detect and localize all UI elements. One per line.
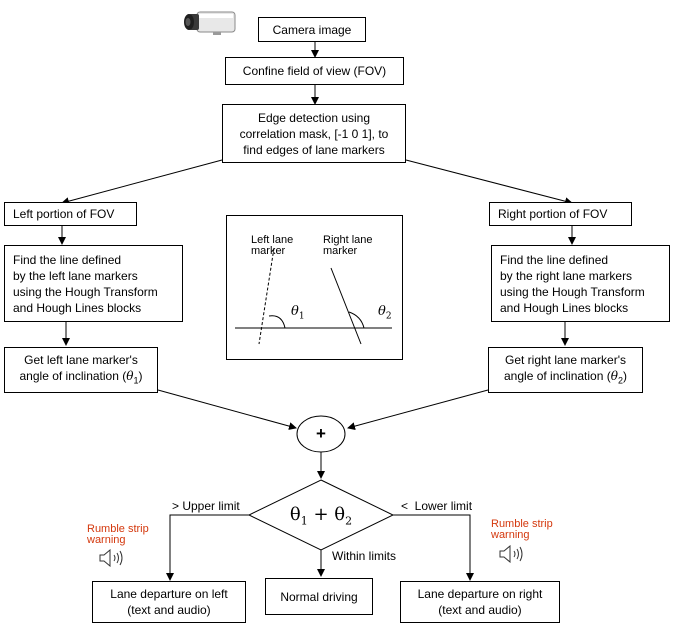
arrow-right-angle-to-sum [347,389,489,431]
sum-node-circle [296,415,346,453]
edge-detection-box: Edge detection using correlation mask, [… [222,104,406,163]
camera-image-label: Camera image [272,22,352,37]
decision-theta2: θ [334,504,346,525]
arrow-edge-to-left [61,159,223,206]
right-angle-box: Get right lane marker's angle of inclina… [488,347,643,393]
left-angle-box: Get left lane marker's angle of inclinat… [4,347,158,393]
arrow-upper-limit [166,514,249,581]
left-lane-marker-label: Left lane marker [251,234,294,257]
camera-icon [184,11,236,35]
within-limits-label: Within limits [332,549,397,563]
lane-departure-left-box: Lane departure on left (text and audio) [92,581,246,623]
lane-departure-right-box: Lane departure on right (text and audio) [400,581,560,623]
decision-sub2: 2 [345,514,353,528]
lane-angle-illustration [235,247,392,345]
arrow-lower-limit [393,514,474,581]
right-angle-sub: 2 [617,375,623,386]
theta1-arc [268,315,286,329]
left-hough-label: Find the line defined by the left lane m… [13,252,158,315]
lane-angle-inset: Left lane marker Right lane marker θ1 θ2 [226,215,403,360]
left-portion-label: Left portion of FOV [13,207,115,221]
decision-expression: θ1 + θ2 [281,504,361,533]
inset-theta1-sub: 1 [298,311,305,322]
right-angle-theta: θ [610,368,618,383]
speaker-icon [99,549,123,567]
left-angle-theta: θ [126,368,134,383]
left-portion-box: Left portion of FOV [4,202,137,226]
inset-theta2: θ2 [378,304,392,322]
left-angle-sub: 1 [133,375,139,386]
right-lane-marker-label: Right lane marker [323,234,373,257]
left-angle-text: Get left lane marker's angle of inclinat… [19,352,143,386]
confine-fov-label: Confine field of view (FOV) [242,64,387,78]
theta2-arc [348,311,365,329]
edge-detection-label: Edge detection using correlation mask, [… [239,110,389,157]
right-portion-label: Right portion of FOV [498,207,608,221]
normal-driving-label: Normal driving [280,589,358,604]
right-portion-box: Right portion of FOV [489,202,632,226]
camera-image-box: Camera image [258,17,366,42]
confine-fov-box: Confine field of view (FOV) [225,57,404,85]
arrow-edge-to-right [405,159,573,206]
speaker-icon [499,545,523,563]
decision-diamond [247,479,395,551]
lower-limit-label: < Lower limit [401,499,473,513]
right-hough-label: Find the line defined by the right lane … [500,252,645,315]
inset-theta2-symbol: θ [378,304,386,319]
inset-theta1-symbol: θ [291,304,299,319]
right-angle-text: Get right lane marker's angle of inclina… [504,352,627,386]
left-lane-line [258,247,275,345]
arrow-left-angle-to-sum [157,389,297,430]
lane-departure-left-label: Lane departure on left (text and audio) [110,587,228,617]
normal-driving-box: Normal driving [265,578,373,615]
inset-theta2-sub: 2 [385,311,392,322]
lane-departure-right-label: Lane departure on right (text and audio) [417,587,543,617]
left-angle-label: Get left lane marker's angle of inclinat… [19,352,138,383]
left-hough-box: Find the line defined by the left lane m… [4,245,183,322]
right-rumble-warning: Rumble strip warning [491,518,553,541]
decision-sub1: 1 [300,514,308,528]
right-angle-label: Get right lane marker's angle of inclina… [504,352,626,383]
right-lane-line [330,267,362,345]
decision-theta1: θ [289,504,301,525]
upper-limit-label: > Upper limit [172,499,240,513]
sum-node-label: + [316,424,326,443]
left-rumble-warning: Rumble strip warning [87,523,149,546]
right-hough-box: Find the line defined by the right lane … [491,245,670,322]
decision-plus: + [307,504,335,525]
inset-theta1: θ1 [291,304,305,322]
